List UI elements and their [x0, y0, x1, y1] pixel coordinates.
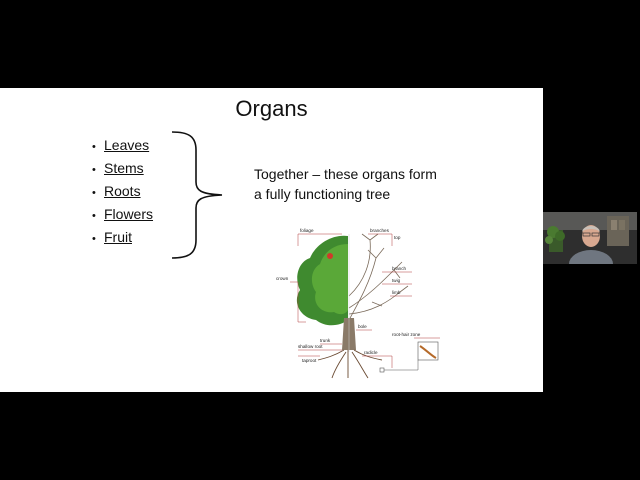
tree-anatomy-diagram: foliage branches top crown branch twig l… [276, 228, 440, 379]
diagram-label: limb [392, 290, 401, 295]
participant-video-tile[interactable] [543, 212, 637, 264]
organ-list: •Leaves •Stems •Roots •Flowers •Fruit [92, 134, 153, 249]
leaves-link[interactable]: Leaves [104, 137, 150, 153]
list-item: •Fruit [92, 229, 132, 245]
diagram-label: twig [392, 278, 401, 283]
stems-link[interactable]: Stems [104, 160, 144, 176]
participant-video-icon [543, 212, 637, 264]
list-item: •Stems [92, 160, 144, 176]
diagram-label: taproot [302, 358, 317, 363]
flowers-link[interactable]: Flowers [104, 206, 154, 222]
diagram-label: foliage [300, 228, 314, 233]
presentation-slide: Organs •Leaves •Stems •Roots •Flowers •F… [0, 88, 543, 392]
list-item: •Flowers [92, 206, 154, 222]
diagram-label: bole [358, 324, 367, 329]
diagram-label: branches [370, 228, 390, 233]
fruit-link[interactable]: Fruit [104, 229, 132, 245]
roots-link[interactable]: Roots [104, 183, 141, 199]
diagram-label: shallow root [298, 344, 323, 349]
list-item: •Leaves [92, 137, 150, 153]
list-item: •Roots [92, 183, 141, 199]
diagram-label: root-hair zone [392, 332, 421, 337]
fruit-icon [327, 253, 333, 259]
diagram-label: radicle [364, 350, 378, 355]
diagram-label: branch [392, 266, 406, 271]
diagram-label: crown [276, 276, 289, 281]
diagram-label: trunk [320, 338, 331, 343]
curly-brace [171, 131, 223, 259]
organs-description: Together – these organs form a fully fun… [254, 166, 437, 202]
diagram-label: top [394, 235, 401, 240]
slide-title: Organs [235, 96, 308, 121]
